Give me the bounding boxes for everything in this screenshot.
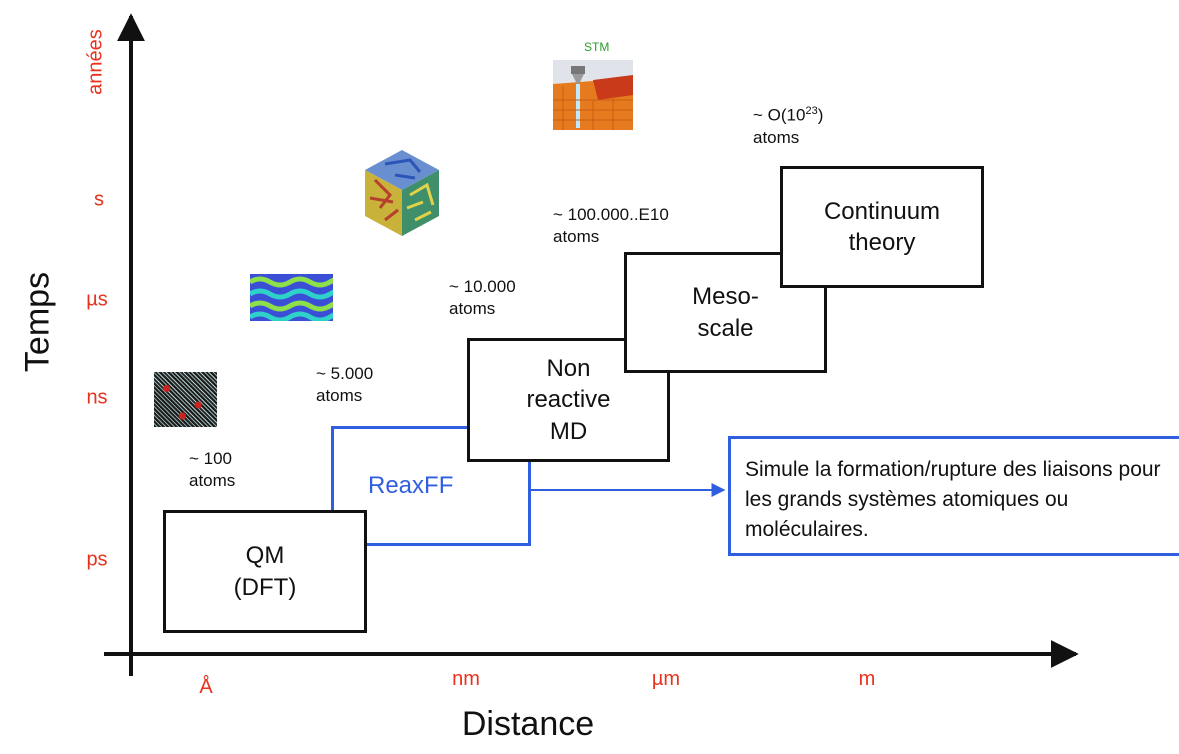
y-tick-annees: années bbox=[84, 29, 107, 95]
box-continuum-label: Continuum theory bbox=[823, 197, 941, 256]
x-axis-title: Distance bbox=[461, 705, 595, 743]
y-tick-s: s bbox=[94, 188, 104, 211]
x-tick-nm: nm bbox=[452, 668, 480, 690]
count-100000-e10-atoms: ~ 100.000..E10 atoms bbox=[553, 205, 669, 247]
box-qm-dft-label: QM (DFT) bbox=[233, 542, 297, 601]
box-reaxff-label: ReaxFF bbox=[368, 472, 454, 500]
wave-pattern-image bbox=[250, 274, 333, 321]
grain-cube-image bbox=[365, 150, 439, 236]
atoms-noise-image bbox=[154, 372, 217, 427]
stm-tip-image bbox=[553, 60, 633, 130]
count-o1023-exponent: 23 bbox=[805, 105, 818, 117]
count-o1023-atoms: ~ O(1023) atoms bbox=[753, 104, 823, 149]
count-5000-atoms: ~ 5.000 atoms bbox=[316, 364, 374, 406]
y-tick-us: µs bbox=[86, 288, 108, 311]
count-o1023-line2: atoms bbox=[753, 127, 800, 147]
count-100-atoms: ~ 100 atoms bbox=[189, 449, 236, 491]
count-o1023-prefix: ~ O(10 bbox=[753, 105, 806, 125]
reaxff-callout: Simule la formation/rupture des liaisons… bbox=[728, 436, 1179, 556]
y-axis-title: Temps bbox=[18, 271, 57, 373]
count-10000-atoms: ~ 10.000 atoms bbox=[449, 277, 516, 319]
x-tick-angstrom: Å bbox=[199, 676, 213, 698]
y-tick-ps: ps bbox=[86, 548, 108, 571]
y-tick-ns: ns bbox=[86, 386, 108, 409]
box-qm-dft: QM (DFT) bbox=[163, 510, 367, 633]
x-tick-um: µm bbox=[651, 668, 681, 690]
box-mesoscale: Meso- scale bbox=[624, 252, 827, 373]
box-mesoscale-label: Meso- scale bbox=[692, 283, 759, 342]
stm-label: STM bbox=[584, 40, 610, 54]
box-continuum: Continuum theory bbox=[780, 166, 984, 288]
box-nonreactive-md-label: Non reactive MD bbox=[526, 355, 611, 445]
x-tick-m: m bbox=[858, 668, 876, 690]
count-o1023-suffix: ) bbox=[817, 105, 824, 125]
reaxff-callout-text: Simule la formation/rupture des liaisons… bbox=[745, 458, 1161, 541]
